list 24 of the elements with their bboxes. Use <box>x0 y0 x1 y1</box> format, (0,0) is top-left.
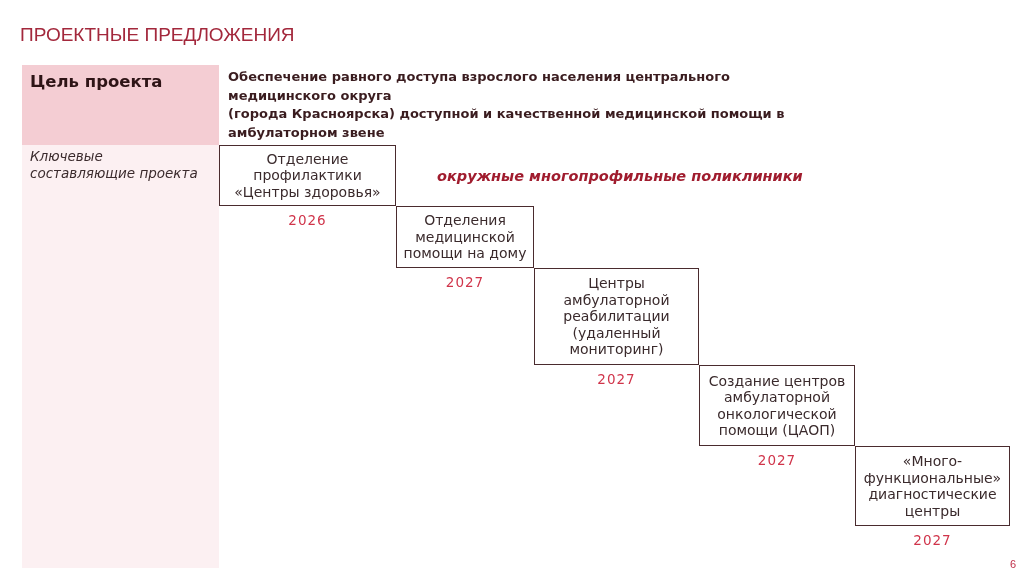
stage-text: Отделения медицинской помощи на дому <box>402 212 528 262</box>
year-label: 2027 <box>756 452 798 468</box>
year-label: 2027 <box>912 532 953 548</box>
goal-text: (города Красноярска) доступной и качественной медицинской помощи в амбулаторном звене <box>228 105 786 142</box>
highlight-text: окружные многопрофильные поликлиники <box>437 167 803 186</box>
year-label: 2027 <box>596 371 637 387</box>
stage-box <box>219 145 396 206</box>
stage-box <box>396 206 534 268</box>
stage-box <box>855 446 1010 526</box>
heading-band <box>22 65 219 145</box>
stage-box <box>699 365 855 446</box>
stage-text: «Много-функциональные» диагностические центры <box>862 453 1003 519</box>
year-label: 2026 <box>287 212 328 228</box>
year-label: 2027 <box>444 274 486 290</box>
row-heading: Ключевые составляющие проекта <box>30 148 199 182</box>
page-number: 6 <box>1010 558 1017 571</box>
goal-text: Обеспечение равного доступа взрослого населения центрального медицинского округа <box>228 68 731 105</box>
slide-title: ПРОЕКТНЫЕ ПРЕДЛОЖЕНИЯ <box>20 24 295 46</box>
side-panel <box>22 145 219 568</box>
stage-box <box>534 268 699 365</box>
stage-text: Центры амбулаторной реабилитации (удаленный мониторинг) <box>562 275 671 358</box>
row-heading: Цель проекта <box>30 71 164 92</box>
stage-text: Отделение профилактики «Центры здоровья» <box>233 150 382 201</box>
stage-text: Создание центров амбулаторной онкологической помощи (ЦАОП) <box>707 372 847 439</box>
